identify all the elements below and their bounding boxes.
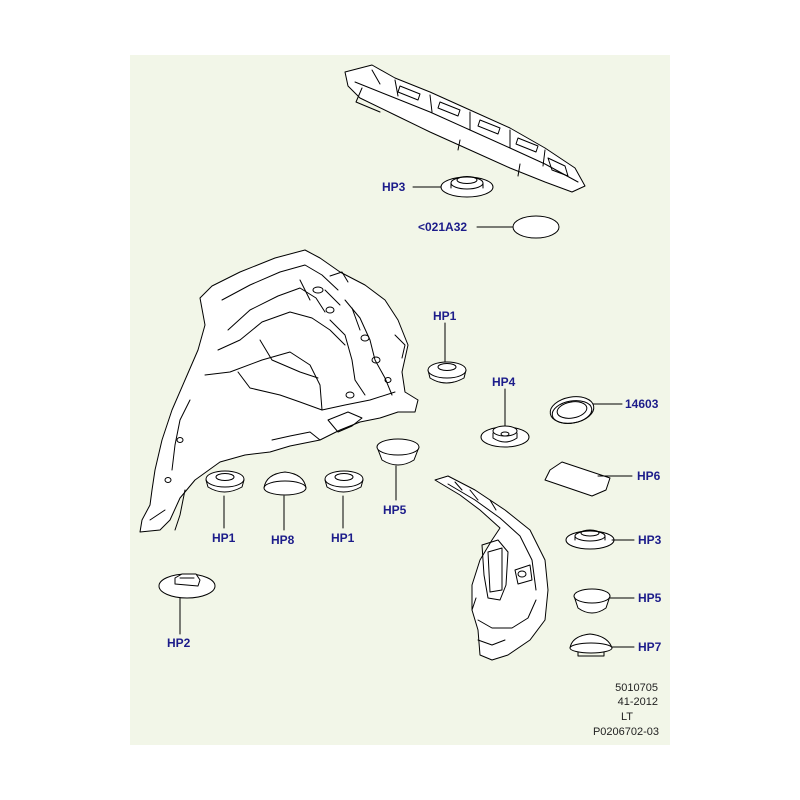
callout-021a32: <021A32 xyxy=(418,220,468,234)
callout-hp6: HP6 xyxy=(637,469,661,483)
quarter-panel-inner xyxy=(140,250,418,532)
footer-variant: LT xyxy=(620,711,633,723)
plug-hp5-center xyxy=(377,439,419,465)
rear-cross-member xyxy=(345,65,585,192)
plug-hp7 xyxy=(570,634,612,656)
grommet-hp3-top xyxy=(441,177,493,198)
callout-hp2: HP2 xyxy=(167,636,191,650)
grommet-hp4 xyxy=(481,426,529,447)
callout-hp1-right: HP1 xyxy=(433,309,457,323)
wheel-arch-inner xyxy=(435,476,548,660)
grommet-hp3-right xyxy=(566,530,614,549)
callout-14603: 14603 xyxy=(625,397,659,411)
seal-disc-021a32 xyxy=(513,216,559,238)
pad-hp6 xyxy=(545,462,610,496)
callout-hp8: HP8 xyxy=(271,533,295,547)
callout-hp7: HP7 xyxy=(638,640,662,654)
callout-hp1-mid: HP1 xyxy=(331,531,355,545)
seal-ring-14603 xyxy=(548,393,596,426)
callout-hp4: HP4 xyxy=(492,375,516,389)
grommet-hp1-left xyxy=(206,471,244,492)
callout-hp3-top: HP3 xyxy=(382,180,406,194)
callout-hp1-left: HP1 xyxy=(212,531,236,545)
grommet-hp1-right xyxy=(428,362,466,383)
plug-hp5-right xyxy=(574,589,610,613)
grommet-hp1-mid xyxy=(325,471,363,492)
plug-hp8 xyxy=(264,472,306,495)
footer-illustration-id: P0206702-03 xyxy=(592,726,659,738)
callout-hp5-right: HP5 xyxy=(638,591,662,605)
footer-date-code: 41-2012 xyxy=(617,696,658,708)
callout-hp3-right: HP3 xyxy=(638,533,662,547)
grommet-hp2 xyxy=(159,574,215,598)
callout-hp5-center: HP5 xyxy=(383,503,407,517)
footer-ref-number: 5010705 xyxy=(615,682,658,694)
